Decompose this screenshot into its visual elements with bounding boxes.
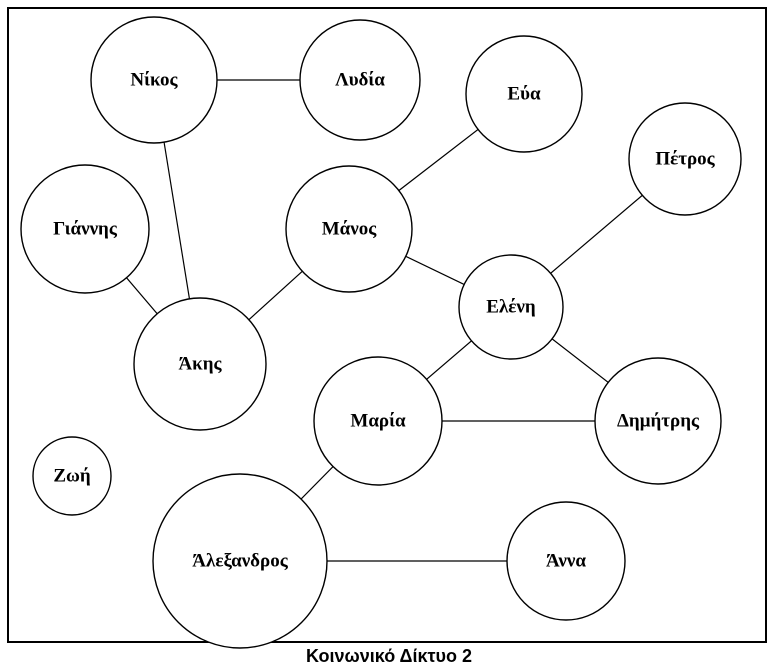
node-label-lydia: Λυδία bbox=[335, 70, 385, 91]
node-circle-petros bbox=[628, 102, 742, 216]
node-alexandros: Άλεξανδρος bbox=[152, 473, 328, 649]
node-label-maria: Μαρία bbox=[350, 411, 406, 432]
node-circle-anna bbox=[506, 501, 626, 621]
node-anna: Άννα bbox=[506, 501, 626, 621]
node-circle-zoi bbox=[32, 436, 112, 516]
node-akis: Άκης bbox=[133, 297, 267, 431]
node-nikos: Νίκος bbox=[90, 16, 218, 144]
node-circle-nikos bbox=[90, 16, 218, 144]
node-circle-manos bbox=[285, 165, 413, 293]
node-label-petros: Πέτρος bbox=[655, 149, 715, 170]
node-label-manos: Μάνος bbox=[322, 219, 378, 240]
node-circle-alexandros bbox=[152, 473, 328, 649]
node-label-eva: Εύα bbox=[507, 84, 541, 105]
node-label-zoi: Ζωή bbox=[53, 466, 90, 487]
node-eva: Εύα bbox=[465, 35, 583, 153]
node-circle-eleni bbox=[458, 254, 564, 360]
node-manos: Μάνος bbox=[285, 165, 413, 293]
node-label-akis: Άκης bbox=[178, 354, 222, 375]
diagram-caption: Κοινωνικό Δίκτυο 2 bbox=[305, 646, 473, 666]
node-label-giannis: Γιάννης bbox=[53, 219, 118, 240]
node-giannis: Γιάννης bbox=[20, 164, 150, 294]
node-circle-giannis bbox=[20, 164, 150, 294]
node-petros: Πέτρος bbox=[628, 102, 742, 216]
node-circle-dimitris bbox=[594, 357, 722, 485]
node-circle-lydia bbox=[299, 19, 421, 141]
node-eleni: Ελένη bbox=[458, 254, 564, 360]
node-circle-akis bbox=[133, 297, 267, 431]
node-label-anna: Άννα bbox=[546, 551, 586, 572]
node-circle-eva bbox=[465, 35, 583, 153]
node-maria: Μαρία bbox=[313, 356, 443, 486]
node-label-nikos: Νίκος bbox=[130, 70, 178, 91]
node-label-dimitris: Δημήτρης bbox=[617, 411, 700, 432]
node-zoi: Ζωή bbox=[32, 436, 112, 516]
node-label-eleni: Ελένη bbox=[486, 297, 535, 318]
node-circle-maria bbox=[313, 356, 443, 486]
node-label-alexandros: Άλεξανδρος bbox=[192, 551, 288, 572]
node-dimitris: Δημήτρης bbox=[594, 357, 722, 485]
node-lydia: Λυδία bbox=[299, 19, 421, 141]
diagram-frame bbox=[7, 7, 767, 643]
